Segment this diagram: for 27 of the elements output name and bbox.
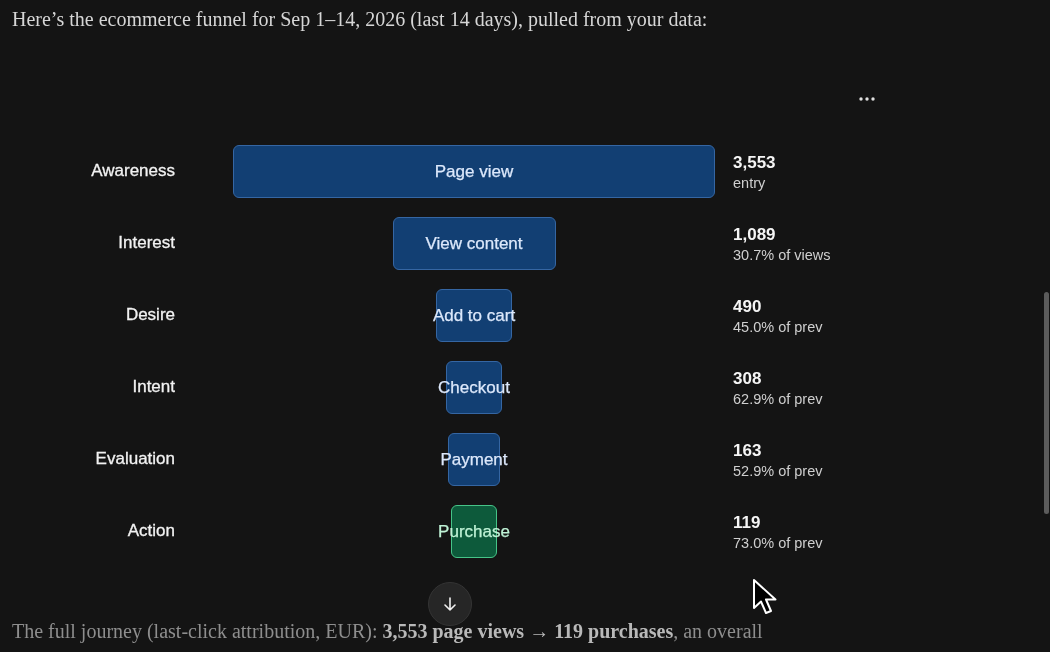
bar-label: Page view [434,161,514,182]
percent-label: 45.0% of prev [733,318,823,335]
stage-label: Evaluation [95,448,175,469]
stage-label: Desire [125,304,175,325]
funnel-bar [392,217,556,270]
count-value: 163 [733,440,762,461]
count-value: 308 [733,368,762,389]
stage-label: Intent [132,376,175,397]
percent-label: 73.0% of prev [733,534,823,551]
stage-label: Action [127,520,175,541]
count-value: 119 [733,512,761,533]
stage-label: Interest [118,232,175,253]
percent-label: 62.9% of prev [733,390,823,407]
summary-paragraph: The full journey (last-click attribution, EUR): 3,553 page views → 119 purchases, an overall [12,619,763,644]
count-value: 3,553 [733,152,776,173]
bar-label: Checkout [438,377,510,398]
count-value: 490 [733,296,762,317]
bar-label: Payment [440,449,508,470]
bar-label: Add to cart [432,305,516,326]
funnel-bar [233,145,715,198]
count-value: 1,089 [733,224,776,245]
intro-paragraph: Here’s the ecommerce funnel for Sep 1–14, 2026 (last 14 days), pulled from your data: [12,7,708,32]
percent-label: entry [733,174,766,191]
percent-label: 52.9% of prev [733,462,823,479]
bar-label: View content [425,233,523,254]
stage-label: Awareness [91,160,175,181]
percent-label: 30.7% of views [733,246,831,263]
